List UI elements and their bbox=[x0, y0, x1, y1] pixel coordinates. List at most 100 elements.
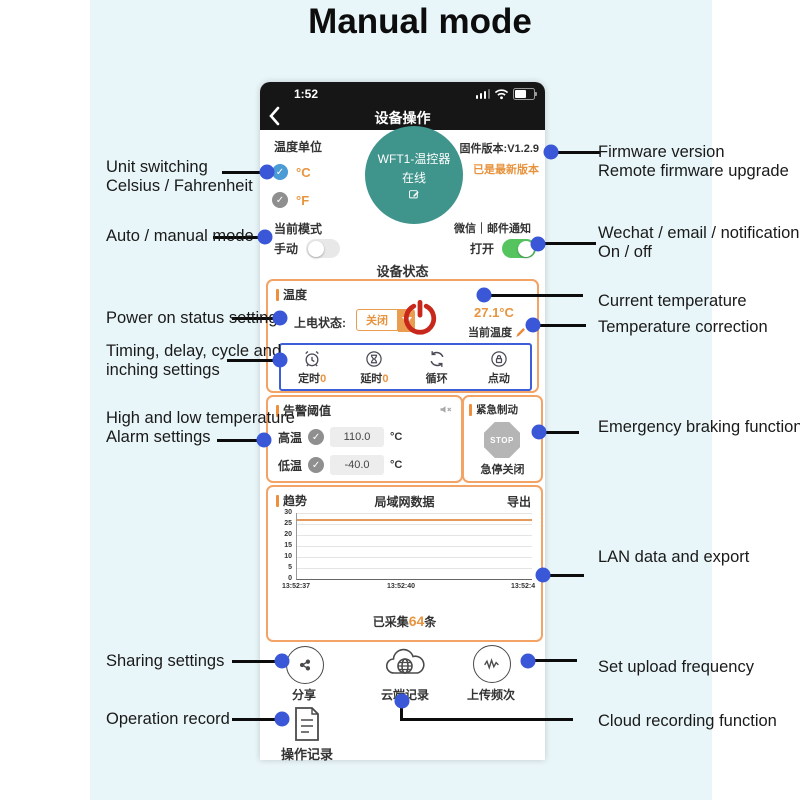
annotation-dot bbox=[272, 352, 288, 368]
timer-item[interactable]: 定时0 bbox=[281, 349, 343, 386]
annotation-line bbox=[540, 242, 596, 245]
notify-state-label: 打开 bbox=[470, 242, 495, 256]
x-tick: 13:52:4 bbox=[511, 583, 536, 590]
annotation-dot bbox=[259, 164, 275, 180]
collected-count-line: 已采集64条 bbox=[372, 613, 437, 629]
low-temp-check-icon[interactable]: ✓ bbox=[308, 457, 325, 473]
alarm-box-title: 告警阈值 bbox=[283, 404, 332, 418]
timer-item[interactable]: 延时0 bbox=[343, 349, 405, 386]
phone-frame: 1:52 设备操作 温度单位 ✓ °C ✓ °F bbox=[260, 82, 545, 762]
line-chart: 30 25 20 15 10 5 0 13:52:37 13:52:40 13:… bbox=[274, 509, 536, 603]
annotation-dot bbox=[272, 310, 288, 326]
annotation-cloud-recording: Cloud recording function bbox=[598, 712, 777, 730]
low-temp-unit: °C bbox=[390, 459, 403, 471]
temperature-box: 温度 上电状态: 关闭 27.1°C 当前温度 定时0 bbox=[266, 279, 539, 393]
annotation-current-temperature: Current temperature bbox=[598, 292, 747, 310]
annotation-line bbox=[222, 171, 268, 174]
back-icon[interactable] bbox=[268, 106, 280, 126]
device-online-status: 在线 bbox=[401, 171, 426, 185]
celsius-checkbox-icon[interactable]: ✓ bbox=[272, 164, 288, 180]
device-status-title: 设备状态 bbox=[376, 264, 429, 279]
x-tick: 13:52:40 bbox=[387, 583, 416, 590]
temp-correction-pencil-icon[interactable] bbox=[515, 327, 526, 338]
export-button[interactable]: 导出 bbox=[506, 495, 531, 509]
trend-box: 趋势 局域网数据 导出 30 25 20 15 10 5 0 13:52:37 … bbox=[266, 485, 543, 642]
annotation-dot bbox=[535, 567, 551, 583]
annotation-line bbox=[232, 317, 280, 320]
upload-frequency-label: 上传频次 bbox=[466, 688, 515, 702]
temp-box-title: 温度 bbox=[283, 288, 308, 302]
edit-icon[interactable] bbox=[408, 188, 420, 200]
annotation-line bbox=[232, 718, 283, 721]
annotation-dot bbox=[543, 144, 559, 160]
device-status-circle[interactable]: WFT1-温控器 在线 bbox=[365, 126, 463, 224]
mute-icon[interactable] bbox=[438, 402, 453, 417]
high-temp-input[interactable]: 110.0 bbox=[330, 427, 385, 447]
cycle-icon bbox=[430, 350, 444, 367]
y-tick: 5 bbox=[288, 564, 292, 571]
status-icons bbox=[475, 88, 537, 100]
annotation-dot bbox=[520, 653, 536, 669]
annotation-line bbox=[227, 359, 280, 362]
high-temp-unit: °C bbox=[390, 431, 403, 443]
high-temp-label: 高温 bbox=[278, 430, 303, 445]
signal-icon bbox=[475, 89, 490, 99]
hourglass-icon bbox=[366, 350, 383, 367]
collected-count: 64 bbox=[408, 613, 425, 629]
annotation-dot bbox=[394, 693, 410, 709]
annotation-dot bbox=[530, 236, 546, 252]
cloud-globe-icon bbox=[385, 648, 425, 674]
y-tick: 25 bbox=[284, 520, 292, 527]
waveform-icon bbox=[484, 658, 499, 670]
current-temp-value: 27.1°C bbox=[474, 305, 514, 320]
brake-caption: 急停关闭 bbox=[480, 464, 525, 476]
y-tick: 15 bbox=[284, 542, 292, 549]
timer-item[interactable]: 点动 bbox=[468, 349, 530, 386]
stop-icon[interactable]: STOP bbox=[484, 422, 520, 458]
lock-icon bbox=[491, 350, 507, 367]
firmware-version: 固件版本:V1.2.9 bbox=[459, 143, 539, 155]
document-icon bbox=[295, 707, 319, 741]
upload-frequency-button[interactable] bbox=[473, 645, 511, 683]
page-title: Manual mode bbox=[308, 2, 532, 41]
firmware-latest-label[interactable]: 已是最新版本 bbox=[473, 164, 539, 176]
high-temp-check-icon[interactable]: ✓ bbox=[308, 429, 325, 445]
annotation-upload-frequency: Set upload frequency bbox=[598, 658, 754, 676]
power-button-icon[interactable] bbox=[401, 299, 439, 337]
share-button[interactable] bbox=[286, 646, 324, 684]
low-temp-input[interactable]: -40.0 bbox=[330, 455, 385, 475]
annotation-line bbox=[400, 700, 403, 721]
low-temp-label: 低温 bbox=[278, 458, 303, 473]
annotation-dot bbox=[476, 287, 492, 303]
notify-toggle[interactable] bbox=[502, 239, 537, 258]
annotation-line bbox=[400, 718, 573, 721]
battery-icon bbox=[513, 88, 537, 100]
phone-header: 1:52 设备操作 bbox=[260, 82, 545, 130]
annotation-operation-record: Operation record bbox=[106, 710, 230, 728]
y-tick: 30 bbox=[284, 509, 292, 516]
device-name: WFT1-温控器 bbox=[377, 152, 451, 166]
annotation-dot bbox=[274, 711, 290, 727]
annotation-temperature-correction: Temperature correction bbox=[598, 318, 768, 336]
annotation-power-on-status: Power on status setting bbox=[106, 309, 278, 327]
fahrenheit-option[interactable]: ✓ °F bbox=[272, 192, 309, 208]
cloud-record-button[interactable] bbox=[384, 646, 426, 682]
timer-item[interactable]: 循环 bbox=[406, 349, 468, 386]
annotation-lan-data: LAN data and export bbox=[598, 548, 750, 566]
celsius-label: °C bbox=[296, 164, 311, 180]
y-tick: 10 bbox=[284, 553, 292, 560]
fahrenheit-checkbox-icon[interactable]: ✓ bbox=[272, 192, 288, 208]
annotation-line bbox=[213, 236, 266, 239]
operation-record-button[interactable] bbox=[292, 706, 322, 742]
celsius-option[interactable]: ✓ °C bbox=[272, 164, 311, 180]
current-temp-label: 当前温度 bbox=[468, 327, 512, 339]
trend-title: 趋势 bbox=[283, 494, 308, 508]
timer-strip: 定时0 延时0 循环 点动 bbox=[279, 343, 532, 391]
annotation-dot bbox=[274, 653, 290, 669]
plot-area bbox=[296, 513, 532, 580]
manual-mode-toggle[interactable] bbox=[306, 239, 341, 258]
unit-section-title: 温度单位 bbox=[274, 140, 323, 154]
